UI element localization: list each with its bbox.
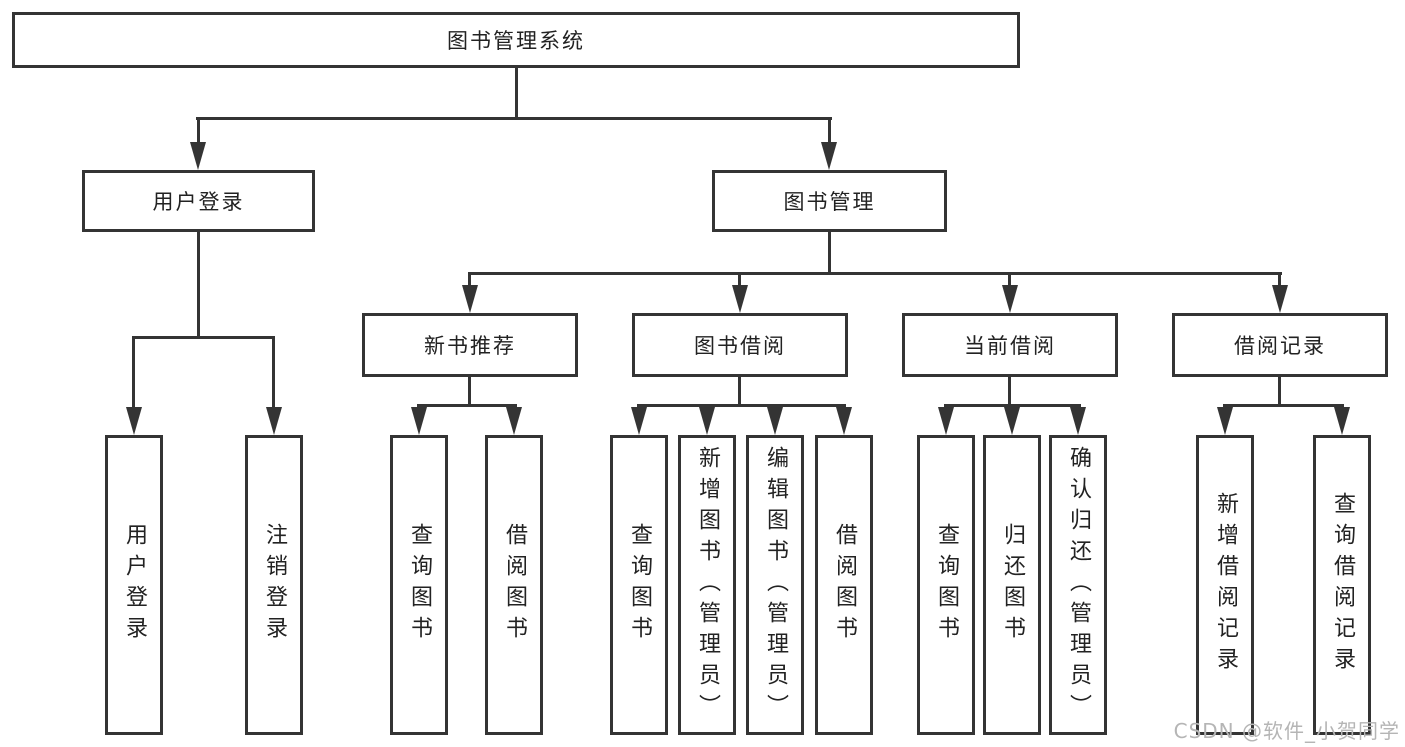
connector-line	[468, 377, 471, 407]
leaf-borrow-books-recommend: 借阅图书	[485, 435, 543, 735]
connector-line	[197, 117, 200, 148]
leaf-confirm-return-admin: 确认归还（管理员）	[1049, 435, 1107, 735]
node-book-borrowing: 图书借阅	[632, 313, 848, 377]
connector-line	[197, 232, 200, 339]
node-label: 用户登录	[152, 190, 245, 214]
leaf-label: 新增借阅记录	[1213, 492, 1238, 678]
leaf-label: 查询图书	[934, 523, 959, 647]
arrow-down-icon	[1002, 285, 1018, 313]
leaf-label: 借阅图书	[502, 523, 527, 647]
leaf-add-borrow-record: 新增借阅记录	[1196, 435, 1254, 735]
leaf-label: 编辑图书（管理员）	[763, 445, 788, 725]
node-book-management: 图书管理	[712, 170, 947, 232]
arrow-down-icon	[1217, 407, 1233, 435]
arrow-down-icon	[126, 407, 142, 435]
connector-line	[738, 377, 741, 407]
connector-line	[417, 404, 517, 407]
leaf-logout: 注销登录	[245, 435, 303, 735]
connector-line	[132, 336, 275, 339]
arrow-down-icon	[821, 142, 837, 170]
connector-line	[1278, 377, 1281, 407]
arrow-down-icon	[1272, 285, 1288, 313]
leaf-return-books: 归还图书	[983, 435, 1041, 735]
leaf-label: 查询图书	[627, 523, 652, 647]
node-label: 当前借阅	[964, 334, 1056, 358]
leaf-label: 确认归还（管理员）	[1066, 445, 1091, 725]
arrow-down-icon	[938, 407, 954, 435]
connector-line	[1008, 377, 1011, 407]
leaf-borrow-books-borrow: 借阅图书	[815, 435, 873, 735]
leaf-label: 用户登录	[122, 523, 147, 647]
node-library-management-system: 图书管理系统	[12, 12, 1020, 68]
node-label: 图书管理系统	[447, 29, 585, 53]
leaf-label: 查询图书	[407, 523, 432, 647]
connector-line	[828, 232, 831, 275]
leaf-label: 新增图书（管理员）	[695, 445, 720, 725]
connector-line	[132, 336, 135, 411]
node-label: 图书借阅	[694, 334, 786, 358]
connector-line	[515, 68, 518, 120]
connector-line	[738, 272, 741, 290]
leaf-label: 归还图书	[1000, 523, 1025, 647]
leaf-add-book-admin: 新增图书（管理员）	[678, 435, 736, 735]
arrow-down-icon	[1070, 407, 1086, 435]
leaf-query-books-borrow: 查询图书	[610, 435, 668, 735]
connector-line	[828, 117, 831, 148]
leaf-user-login: 用户登录	[105, 435, 163, 735]
arrow-down-icon	[767, 407, 783, 435]
leaf-label: 注销登录	[262, 523, 287, 647]
connector-line	[468, 272, 471, 290]
connector-line	[944, 404, 1081, 407]
arrow-down-icon	[1004, 407, 1020, 435]
leaf-query-books-current: 查询图书	[917, 435, 975, 735]
node-current-borrowing: 当前借阅	[902, 313, 1118, 377]
node-user-login: 用户登录	[82, 170, 315, 232]
connector-line	[468, 272, 1282, 275]
leaf-edit-book-admin: 编辑图书（管理员）	[746, 435, 804, 735]
connector-line	[272, 336, 275, 411]
leaf-query-borrow-record: 查询借阅记录	[1313, 435, 1371, 735]
arrow-down-icon	[190, 142, 206, 170]
node-label: 新书推荐	[424, 334, 516, 358]
connector-line	[1008, 272, 1011, 290]
arrow-down-icon	[411, 407, 427, 435]
arrow-down-icon	[506, 407, 522, 435]
arrow-down-icon	[462, 285, 478, 313]
connector-line	[1223, 404, 1344, 407]
watermark: CSDN @软件_小贺同学	[1173, 719, 1400, 743]
leaf-query-books-recommend: 查询图书	[390, 435, 448, 735]
arrow-down-icon	[732, 285, 748, 313]
arrow-down-icon	[266, 407, 282, 435]
node-borrowing-records: 借阅记录	[1172, 313, 1388, 377]
arrow-down-icon	[631, 407, 647, 435]
leaf-label: 借阅图书	[832, 523, 857, 647]
node-label: 借阅记录	[1234, 334, 1326, 358]
arrow-down-icon	[1334, 407, 1350, 435]
node-new-book-recommendation: 新书推荐	[362, 313, 578, 377]
connector-line	[637, 404, 846, 407]
arrow-down-icon	[699, 407, 715, 435]
connector-line	[196, 117, 832, 120]
leaf-label: 查询借阅记录	[1330, 492, 1355, 678]
arrow-down-icon	[836, 407, 852, 435]
connector-line	[1278, 272, 1281, 290]
node-label: 图书管理	[783, 190, 876, 214]
